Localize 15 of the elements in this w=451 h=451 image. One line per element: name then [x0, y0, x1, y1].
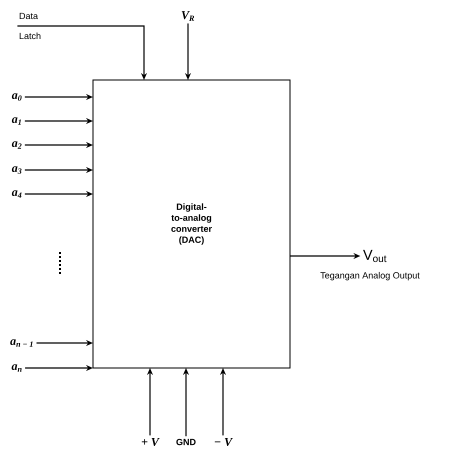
signal-label: a$_{3}$	[12, 166, 22, 174]
signal-label: a$_{n − 1}$	[10, 339, 33, 347]
signal-label: V$_{out}$	[363, 250, 386, 262]
signal-label: a$_{2}$	[12, 141, 22, 149]
converter-box: Digital-to-analog converter (DAC)	[92, 80, 290, 368]
signal-label: GND	[176, 438, 196, 446]
signal-label: a$_{4}$	[12, 190, 22, 198]
signal-label: a$_{1}$	[12, 117, 21, 125]
signal-label: a$_{0}$	[12, 93, 22, 101]
signal-label: a$_{n}$	[12, 364, 22, 372]
signal-label: + V	[142, 438, 160, 446]
signal-label: V$_{R}$	[182, 11, 194, 21]
signal-label: Data Latch	[20, 12, 40, 40]
output-caption: Tegangan Analog Output	[320, 272, 420, 280]
signal-label: − V	[214, 438, 233, 446]
